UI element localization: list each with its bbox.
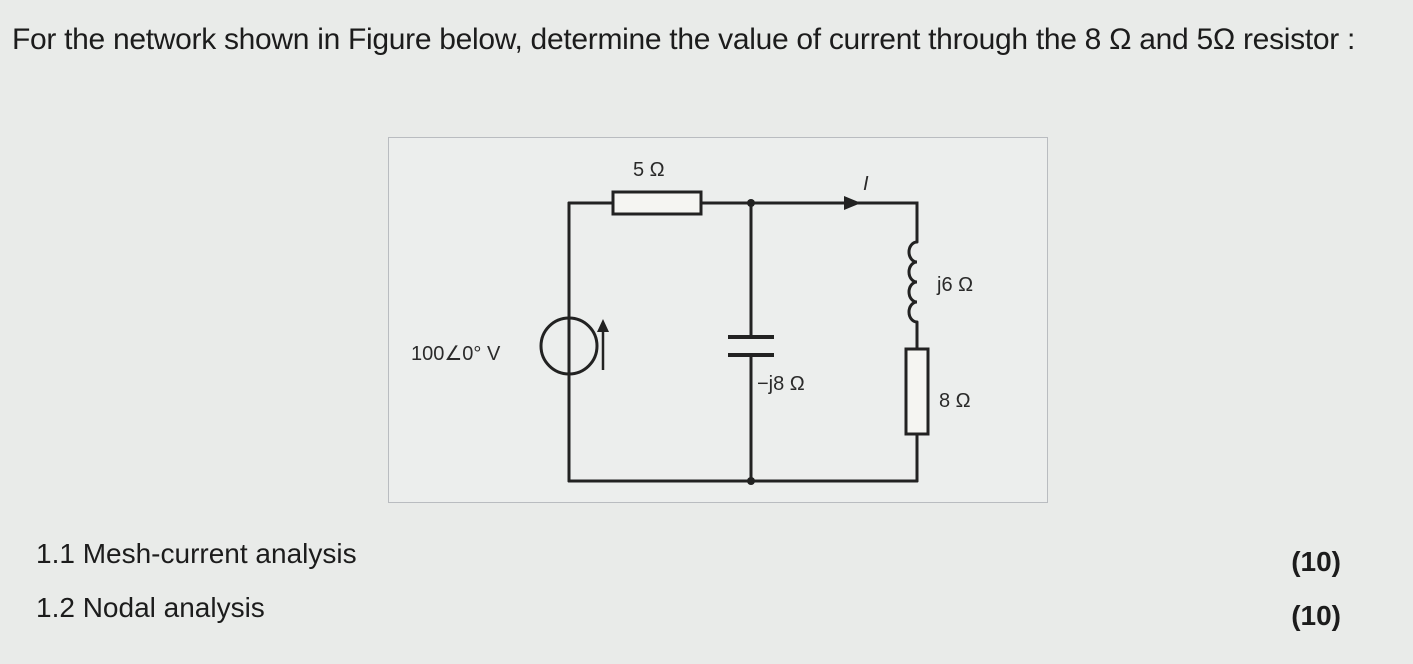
capacitor [728,335,774,357]
task-nodal-marks: (10) [1291,600,1341,631]
circuit-diagram: 5 Ω I j6 Ω −j8 Ω 8 Ω 100∠0° V [411,159,973,485]
junction-bottom [747,477,755,485]
task-nodal-label: 1.2 Nodal analysis [36,592,265,623]
wire-top-right [699,201,919,244]
task-mesh-label: 1.1 Mesh-current analysis [36,538,357,569]
label-source: 100∠0° V [411,343,501,365]
voltage-source [539,316,609,376]
task-mesh-marks: (10) [1291,546,1341,577]
label-resistor-8: 8 Ω [939,390,971,412]
label-current: I [863,173,869,195]
inductor-coil [907,240,918,324]
label-resistor-5: 5 Ω [633,159,665,181]
question-text: For the network shown in Figure below, d… [12,23,1356,56]
current-arrow-icon [844,196,861,210]
junction-top [747,199,755,207]
resistor-5-ohm [611,190,703,216]
label-inductor: j6 Ω [936,274,973,296]
resistor-8-ohm [904,347,930,436]
label-capacitor: −j8 Ω [757,373,805,395]
circuit-figure: 5 Ω I j6 Ω −j8 Ω 8 Ω 100∠0° V [388,137,1048,503]
source-arrow-icon [597,319,609,332]
